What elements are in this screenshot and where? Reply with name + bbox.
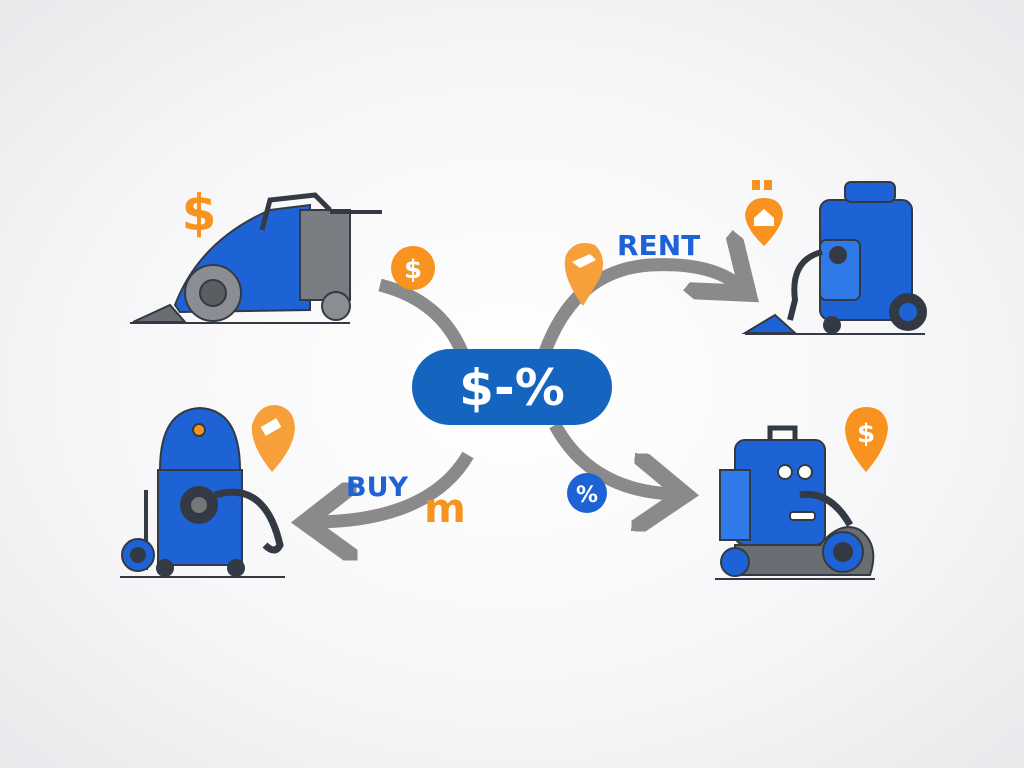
location-pin-tag-icon-left [251, 405, 295, 472]
buy-label: BUY [346, 472, 409, 503]
buy-glyph-icon: m [424, 486, 466, 532]
center-badge-text: $-% [459, 359, 565, 417]
center-badge: $-% [412, 349, 612, 425]
svg-text:$: $ [404, 255, 422, 285]
dollar-coin-icon: $ [391, 246, 435, 290]
arrow-to-buy [318, 451, 474, 522]
svg-text:%: % [576, 483, 598, 508]
upright-tank-vacuum [715, 425, 875, 580]
arrow-lower-right [549, 421, 672, 494]
location-pin-tag-icon [564, 242, 604, 306]
arrow-to-rent [538, 265, 738, 355]
wet-dry-vacuum [741, 181, 927, 335]
arrow-upper-left [378, 278, 468, 355]
percent-coin-icon: % [567, 473, 607, 513]
dollar-sign-icon: $ [182, 184, 217, 242]
floor-sweeper-vacuum [130, 192, 382, 324]
location-pin-house-icon [745, 180, 783, 246]
rent-label: RENT [617, 229, 700, 262]
canister-vacuum [120, 406, 285, 578]
location-pin-dollar-icon: $ [845, 407, 888, 472]
svg-text:$: $ [857, 419, 875, 449]
